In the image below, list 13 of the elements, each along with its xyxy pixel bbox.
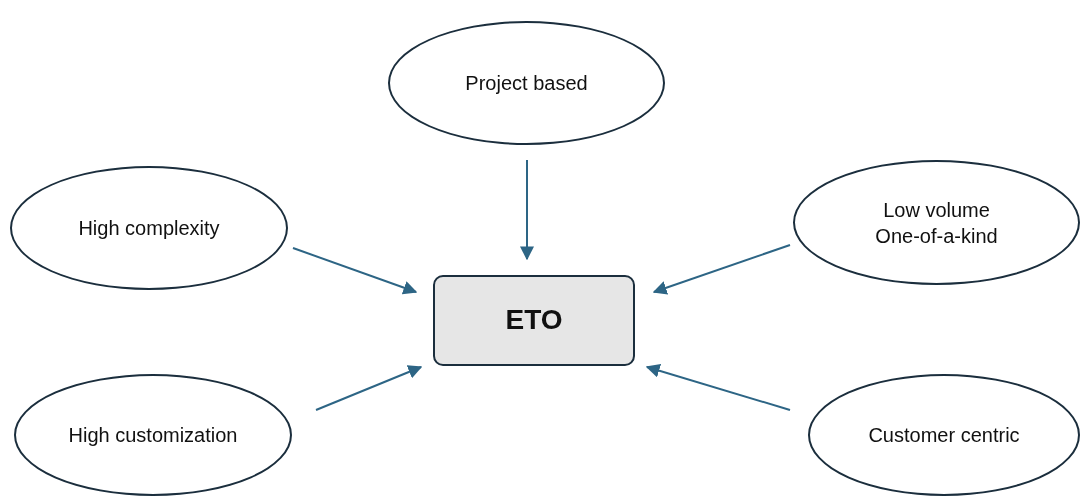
node-label: Project based — [465, 71, 588, 96]
node-label: ETO — [505, 303, 563, 338]
arrow — [652, 244, 791, 295]
node-label: High customization — [68, 423, 238, 448]
process-box — [433, 275, 635, 366]
arrow — [645, 363, 791, 411]
node-label: One-of-a-kind — [875, 223, 998, 249]
node-label: Low volume — [883, 197, 990, 223]
arrow — [520, 159, 534, 261]
arrow — [292, 247, 418, 295]
node-label: Customer centric — [868, 423, 1020, 448]
arrow — [315, 365, 423, 411]
node-label: High complexity — [78, 216, 220, 241]
